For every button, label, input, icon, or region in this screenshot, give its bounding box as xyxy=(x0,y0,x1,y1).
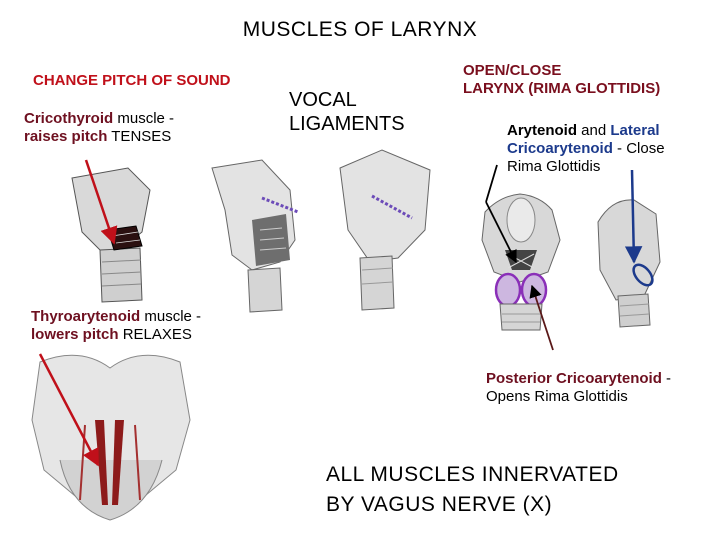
vocal-line-2: LIGAMENTS xyxy=(289,113,405,135)
vocal-ligament-larynx-2 xyxy=(339,149,431,311)
vocal-ligaments-label: VOCAL LIGAMENTS xyxy=(289,88,405,136)
thyroarytenoid-text-2: RELAXES xyxy=(118,326,192,343)
and-text: and xyxy=(577,122,611,139)
thyroarytenoid-larynx-illustration xyxy=(31,354,191,521)
posterior-name: Posterior Cricoarytenoid xyxy=(486,370,662,387)
innervation-label: ALL MUSCLES INNERVATED BY VAGUS NERVE (X… xyxy=(326,460,619,520)
lateral-larynx-illustration xyxy=(597,199,661,328)
open-close-heading: OPEN/CLOSE LARYNX (RIMA GLOTTIDIS) xyxy=(463,62,660,98)
innervation-line-1: ALL MUSCLES INNERVATED xyxy=(326,463,619,486)
vocal-ligament-larynx-1 xyxy=(211,159,299,313)
thyroarytenoid-text-1: muscle - xyxy=(140,308,202,325)
opens-text: Opens Rima Glottidis xyxy=(486,388,628,405)
posterior-label: Posterior Cricoarytenoid - Opens Rima Gl… xyxy=(486,370,671,406)
vocal-line-1: VOCAL xyxy=(289,89,357,111)
cricothyroid-bold-2: raises pitch xyxy=(24,128,108,145)
thyroarytenoid-label: Thyroarytenoid muscle - lowers pitch REL… xyxy=(31,308,201,344)
cricothyroid-label: Cricothyroid muscle - raises pitch TENSE… xyxy=(24,110,174,146)
close-muscles-label: Arytenoid and Lateral Cricoarytenoid - C… xyxy=(507,122,665,176)
thyroarytenoid-bold-2: lowers pitch xyxy=(31,326,119,343)
arytenoid-name: Arytenoid xyxy=(507,122,578,139)
open-close-line-1: OPEN/CLOSE xyxy=(463,62,562,79)
cricothyroid-text-1: muscle - xyxy=(113,110,175,127)
lateral-name: Lateral xyxy=(610,122,660,139)
open-close-line-2: LARYNX (RIMA GLOTTIDIS) xyxy=(463,80,661,97)
cricoarytenoid-name: Cricoarytenoid xyxy=(507,140,613,157)
pitch-heading: CHANGE PITCH OF SOUND xyxy=(33,72,231,89)
page-title: MUSCLES OF LARYNX xyxy=(242,18,478,41)
posterior-text: - xyxy=(661,370,672,387)
cricothyroid-name: Cricothyroid xyxy=(24,110,114,127)
posterior-larynx-illustration xyxy=(481,193,561,331)
cricothyroid-larynx-illustration xyxy=(71,167,151,303)
thyroarytenoid-name: Thyroarytenoid xyxy=(31,308,141,325)
innervation-line-2: BY VAGUS NERVE (X) xyxy=(326,493,553,516)
cricothyroid-text-2: TENSES xyxy=(107,128,172,145)
close-text-2: Rima Glottidis xyxy=(507,158,601,175)
close-text-1: - Close xyxy=(612,140,665,157)
